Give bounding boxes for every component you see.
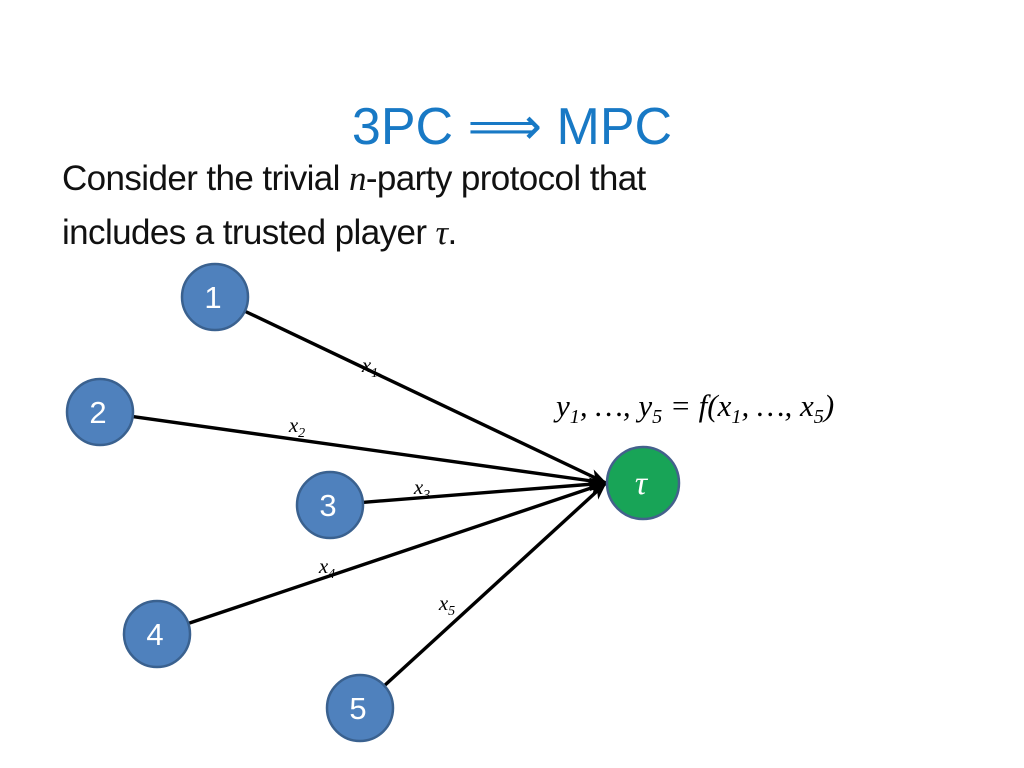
player-node-1 (180, 262, 250, 332)
edge-label-4: x4 (318, 554, 335, 582)
edge-line-2 (133, 415, 607, 488)
player-node-label-1: 1 (204, 280, 221, 315)
edge-label-2: x2 (288, 413, 305, 441)
output-formula: y1, …, y5 = f(x1, …, x5) (556, 388, 835, 429)
edge-label-3: x3 (413, 475, 430, 503)
player-node-2 (65, 377, 135, 447)
trusted-player-node (605, 445, 681, 521)
edge-line-4 (188, 481, 607, 625)
edge-line-3 (363, 477, 607, 504)
edge-label-5: x5 (438, 591, 455, 619)
player-node-3 (295, 470, 365, 540)
player-node-5 (325, 673, 395, 743)
slide-title: 3PC ⟹ MPC (351, 97, 673, 156)
body-line: Consider the trivial n-party protocol th… (62, 159, 646, 198)
edge-label-1: x1 (361, 353, 378, 381)
slide-body-text: Consider the trivial n-party protocol th… (62, 152, 892, 260)
player-node-label-5: 5 (349, 691, 366, 726)
player-node-label-3: 3 (319, 488, 336, 523)
edge-line-5 (383, 481, 608, 687)
player-node-4 (122, 599, 192, 669)
player-node-label-4: 4 (146, 617, 163, 652)
edge-line-1 (244, 310, 607, 485)
trusted-player-label: τ (635, 465, 649, 502)
player-node-label-2: 2 (89, 395, 106, 430)
body-line: includes a trusted player τ. (62, 213, 457, 252)
